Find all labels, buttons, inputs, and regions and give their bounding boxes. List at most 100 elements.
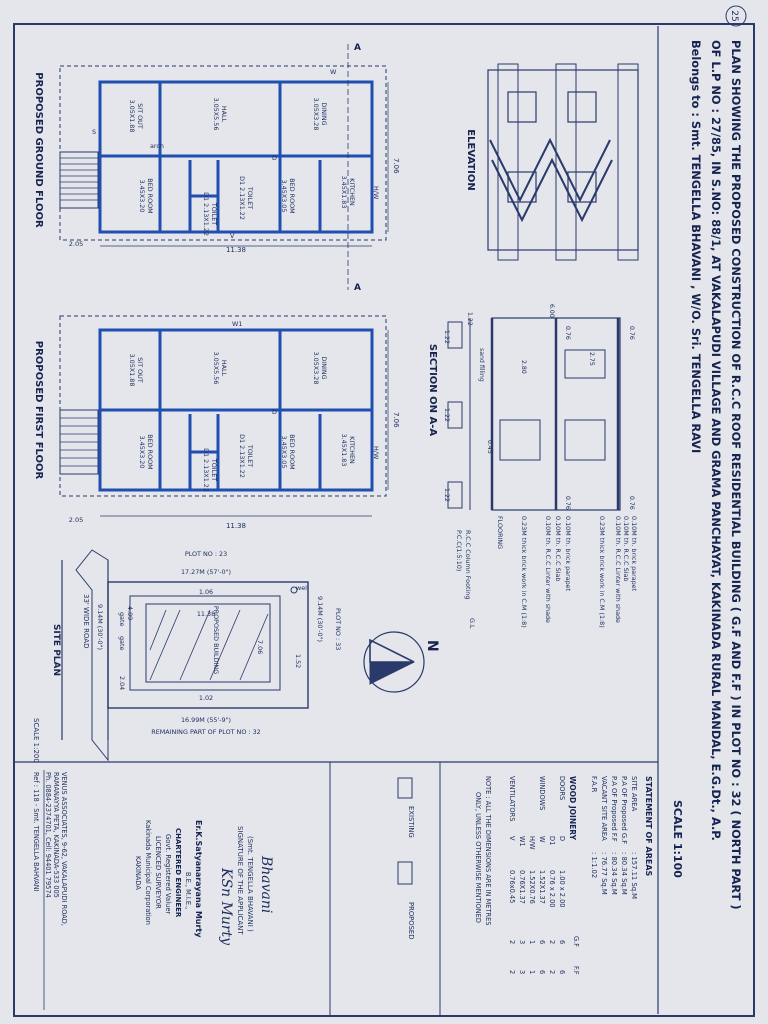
page-number-circle bbox=[725, 5, 747, 27]
svg-text:6: 6 bbox=[538, 970, 546, 974]
joinery-heading: WOOD JOINERY bbox=[568, 776, 577, 841]
ff-label: PROPOSED FIRST FLOOR bbox=[33, 341, 44, 480]
section-footing bbox=[447, 401, 463, 429]
site-boundary bbox=[107, 581, 309, 709]
section-window bbox=[499, 419, 541, 461]
gf-room-size: D1 2.13X1.22 bbox=[238, 176, 246, 220]
svg-text:0.76 x 2.00: 0.76 x 2.00 bbox=[548, 870, 556, 907]
applicant-signature: Bhavani bbox=[258, 855, 274, 913]
svg-text:VENTILATORS: VENTILATORS bbox=[508, 776, 516, 821]
svg-text:2: 2 bbox=[548, 940, 556, 944]
gf-section-mark-a: A bbox=[354, 283, 361, 293]
elevation-window bbox=[567, 91, 597, 123]
svg-text:2: 2 bbox=[508, 970, 516, 974]
office-block: VENUS ASSOCIATES, 9-62, VAKALAPUDI ROAD,… bbox=[32, 770, 68, 1010]
ff-room-size: 3.45X3.05 bbox=[280, 436, 288, 469]
svg-text:3: 3 bbox=[518, 970, 526, 974]
svg-text:WINDOWS: WINDOWS bbox=[538, 776, 546, 810]
ff-room-name: TOILET bbox=[246, 444, 254, 467]
site-dim-left: 9.14M (30'-0") bbox=[96, 604, 104, 650]
ff-dim-length: 11.38 bbox=[226, 522, 246, 530]
gf-room-size: 3.05X5.56 bbox=[212, 98, 220, 131]
site-well-icon bbox=[290, 586, 298, 594]
gf-hw-mark: H/W bbox=[372, 186, 380, 200]
site-inner-dim: 2.04 bbox=[118, 676, 126, 690]
applicant-caption: SIGNATURE OF THE APPLICANT bbox=[236, 826, 244, 935]
elevation-window bbox=[567, 171, 597, 203]
gf-dim-length: 11.38 bbox=[226, 246, 246, 254]
site-dim-bottom: 16.99M (55'-9") bbox=[181, 716, 231, 724]
svg-text:W: W bbox=[538, 836, 546, 843]
office-ref: Ref : 118 - Smt. TENGELLA BAHVANI bbox=[32, 772, 40, 892]
section-dim: 1.22 bbox=[443, 408, 450, 422]
svg-text:FLOORING: FLOORING bbox=[496, 516, 504, 549]
areas-row-label: VACANT SITE AREA bbox=[600, 776, 608, 841]
elevation-pier bbox=[555, 63, 577, 261]
site-plan-scale: SCALE 1:200 bbox=[32, 718, 40, 763]
svg-text:2: 2 bbox=[548, 970, 556, 974]
areas-row-value: : 80.34 Sq.M bbox=[610, 852, 618, 895]
areas-row-value: : 76.77 Sq.M bbox=[600, 852, 608, 895]
svg-text:6: 6 bbox=[558, 940, 566, 944]
svg-text:3: 3 bbox=[518, 940, 526, 944]
site-well: well bbox=[296, 584, 309, 592]
svg-text:0.10M th. brick parapet: 0.10M th. brick parapet bbox=[630, 516, 638, 592]
site-inner-dim: 4.09 bbox=[126, 606, 134, 620]
svg-text:1.52X1.37: 1.52X1.37 bbox=[538, 870, 546, 904]
site-remaining: REMAINING PART OF PLOT NO : 32 bbox=[151, 728, 260, 736]
title-line3: Belongs to : Smt. TENGELLA BHAVANI , W/O… bbox=[689, 40, 703, 453]
gf-room-name: SIT OUT bbox=[136, 103, 144, 129]
gf-room-name: BED ROOM bbox=[146, 178, 154, 213]
section-dim: 1.22 bbox=[443, 330, 450, 344]
svg-text:N: N bbox=[424, 640, 440, 652]
ff-room-size: 3.45X1.83 bbox=[340, 434, 348, 467]
section-label: SECTION ON A-A bbox=[427, 344, 438, 437]
gf-room-name: DINING bbox=[320, 102, 328, 125]
section-drawing: SECTION ON A-A 6.00 0.76 0.76 2.80 2.75 … bbox=[427, 304, 638, 629]
gf-room-size: 3.05X3.28 bbox=[312, 98, 320, 131]
site-inner-dim: 1.52 bbox=[294, 654, 302, 668]
areas-row-label: P.A OF Proposed G.F bbox=[620, 776, 628, 844]
site-plan-label: SITE PLAN bbox=[51, 624, 61, 676]
ff-door-mark: D bbox=[272, 408, 277, 416]
elevation-window bbox=[507, 91, 537, 123]
svg-text:0.10M th. R.C.C Linter with sh: 0.10M th. R.C.C Linter with shade bbox=[544, 516, 552, 623]
joinery-col: G.F bbox=[572, 936, 580, 947]
svg-text:H/W: H/W bbox=[528, 836, 536, 850]
ff-room-name: DINING bbox=[320, 356, 328, 379]
ff-room-size: 3.05X1.88 bbox=[128, 354, 136, 387]
svg-text:R.C.C Column Footing: R.C.C Column Footing bbox=[464, 530, 472, 599]
areas-row-label: F.A.R bbox=[590, 776, 598, 793]
ff-room-name: BED ROOM bbox=[146, 434, 154, 469]
elevation-label: ELEVATION bbox=[465, 129, 476, 190]
first-floor-plan: DINING 3.05X3.28 KITCHEN 3.45X1.83 HALL … bbox=[33, 315, 400, 530]
gf-room-size: 3.45X1.83 bbox=[340, 176, 348, 209]
ff-room-name: TOILET bbox=[210, 458, 218, 481]
svg-text:1: 1 bbox=[528, 970, 536, 974]
site-gate: gate bbox=[118, 612, 126, 626]
section-window bbox=[564, 349, 606, 379]
gf-room-size: 3.05X1.88 bbox=[128, 100, 136, 133]
site-building-label: PROPOSED BUILDING bbox=[212, 606, 220, 674]
section-notes: 0.10M th. brick parapet 0.10M th. R.C.C … bbox=[455, 516, 638, 629]
gf-dim-width: 7.06 bbox=[392, 158, 400, 174]
engineer-signature: KSn Murty bbox=[218, 867, 234, 946]
site-plot-north: PLOT NO : 23 bbox=[185, 550, 227, 558]
gf-dim-stair: 2.05 bbox=[69, 240, 83, 248]
ff-dim-stair: 2.05 bbox=[69, 516, 83, 524]
areas-row-value: : 1:1.02 bbox=[590, 852, 598, 878]
engineer-degree: B.E., M.I.E., bbox=[184, 872, 192, 909]
gf-room-name: HALL bbox=[220, 106, 228, 123]
site-building bbox=[145, 603, 271, 683]
ff-window-mark: W1 bbox=[232, 320, 242, 328]
note-line2: ONLY, UNLESS OTHERWISE MENTIONED bbox=[474, 792, 482, 923]
elevation-window bbox=[507, 171, 537, 203]
elevation-stair-zigzag bbox=[491, 157, 613, 223]
svg-text:D1: D1 bbox=[548, 836, 556, 845]
svg-text:P.C.C(1:5:10): P.C.C(1:5:10) bbox=[455, 530, 463, 571]
legend-proposed-swatch bbox=[397, 861, 413, 885]
gf-room-name: BED ROOM bbox=[288, 178, 296, 213]
statement-of-areas: STATEMENT OF AREAS SITE AREA : 157.11 Sq… bbox=[590, 776, 653, 899]
site-gate: gate bbox=[118, 636, 126, 650]
areas-row-label: SITE AREA bbox=[630, 776, 638, 812]
